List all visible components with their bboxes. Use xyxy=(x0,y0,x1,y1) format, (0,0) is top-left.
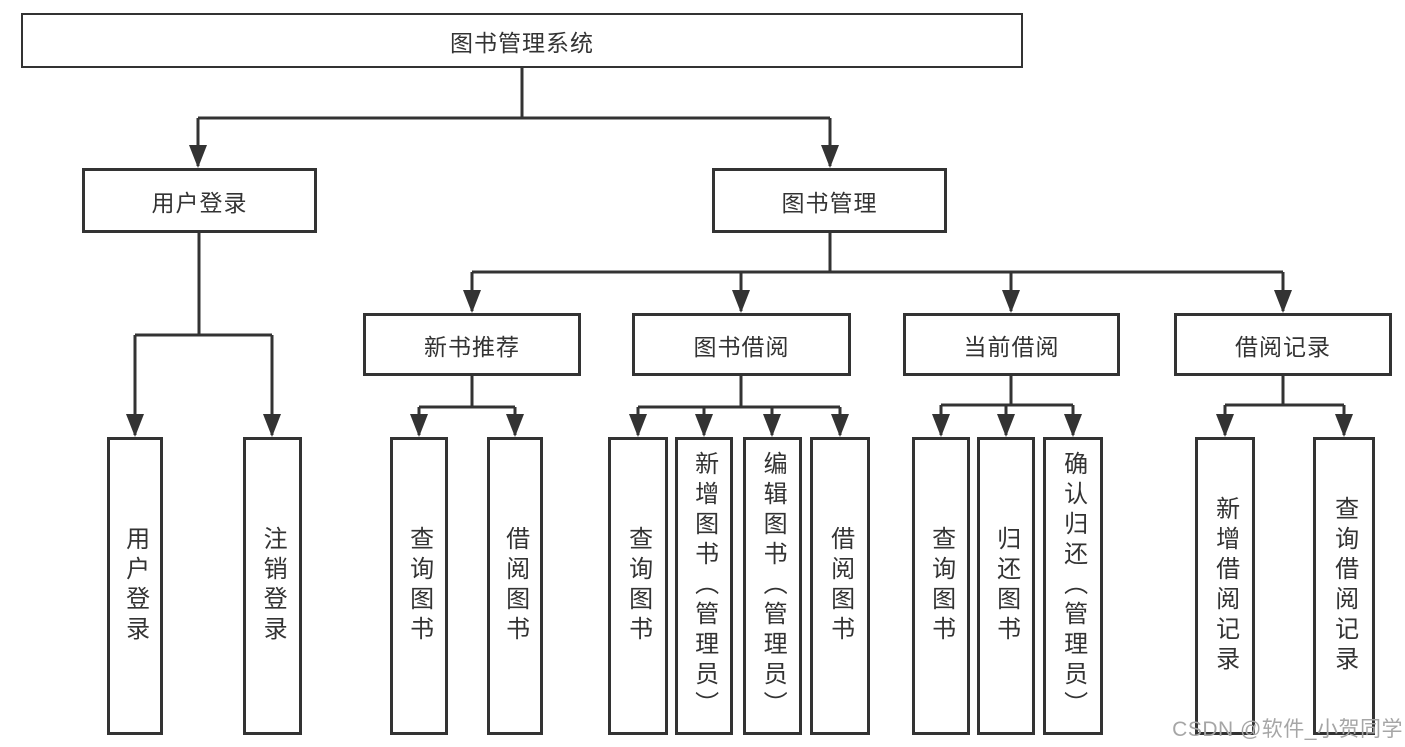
arrowhead-icon xyxy=(695,414,713,437)
leaf-query-borrow-record: 查询借阅记录 xyxy=(1313,437,1375,735)
arrowhead-icon xyxy=(506,414,524,437)
node-new-book-recommend: 新书推荐 xyxy=(363,313,581,376)
node-book-borrow: 图书借阅 xyxy=(632,313,851,376)
leaf-borrow-query-book: 查询图书 xyxy=(608,437,668,735)
leaf-recommend-borrow-book: 借阅图书 xyxy=(487,437,543,735)
node-user-login-label: 用户登录 xyxy=(151,189,248,216)
leaf-add-book-admin-label: 新增图书（管理员） xyxy=(690,451,718,721)
arrowhead-icon xyxy=(189,145,207,168)
leaf-borrow-book-label: 借阅图书 xyxy=(826,526,854,646)
node-root: 图书管理系统 xyxy=(21,13,1023,68)
leaf-current-query-book-label: 查询图书 xyxy=(927,526,955,646)
leaf-recommend-query-book-label: 查询图书 xyxy=(405,526,433,646)
node-book-management-label: 图书管理 xyxy=(781,189,878,216)
connector-lines xyxy=(133,68,1346,435)
leaf-current-query-book: 查询图书 xyxy=(912,437,970,735)
arrowhead-icon xyxy=(410,414,428,437)
leaf-confirm-return-admin: 确认归还（管理员） xyxy=(1043,437,1103,735)
node-current-borrow-label: 当前借阅 xyxy=(963,333,1060,360)
arrowhead-icon xyxy=(763,414,781,437)
arrowheads xyxy=(126,145,1353,437)
leaf-logout-label: 注销登录 xyxy=(259,526,287,646)
leaf-return-book-label: 归还图书 xyxy=(992,526,1020,646)
node-new-book-recommend-label: 新书推荐 xyxy=(424,333,520,360)
leaf-recommend-borrow-book-label: 借阅图书 xyxy=(501,526,529,646)
arrowhead-icon xyxy=(732,290,750,313)
node-user-login: 用户登录 xyxy=(82,168,317,233)
leaf-recommend-query-book: 查询图书 xyxy=(390,437,448,735)
leaf-query-borrow-record-label: 查询借阅记录 xyxy=(1330,496,1358,676)
leaf-add-book-admin: 新增图书（管理员） xyxy=(675,437,733,735)
arrowhead-icon xyxy=(831,414,849,437)
arrowhead-icon xyxy=(821,145,839,168)
node-book-borrow-label: 图书借阅 xyxy=(693,333,790,360)
node-root-label: 图书管理系统 xyxy=(450,29,594,56)
arrowhead-icon xyxy=(463,290,481,313)
arrowhead-icon xyxy=(932,414,950,437)
arrowhead-icon xyxy=(1064,414,1082,437)
arrowhead-icon xyxy=(1216,414,1234,437)
leaf-user-login: 用户登录 xyxy=(107,437,163,735)
arrowhead-icon xyxy=(629,414,647,437)
leaf-edit-book-admin: 编辑图书（管理员） xyxy=(743,437,802,735)
leaf-borrow-book: 借阅图书 xyxy=(810,437,870,735)
node-borrow-records: 借阅记录 xyxy=(1174,313,1392,376)
node-borrow-records-label: 借阅记录 xyxy=(1235,333,1331,360)
arrowhead-icon xyxy=(1335,414,1353,437)
leaf-user-login-label: 用户登录 xyxy=(121,526,149,646)
arrowhead-icon xyxy=(126,414,144,437)
leaf-return-book: 归还图书 xyxy=(977,437,1035,735)
leaf-logout: 注销登录 xyxy=(243,437,302,735)
arrowhead-icon xyxy=(1002,290,1020,313)
leaf-confirm-return-admin-label: 确认归还（管理员） xyxy=(1059,451,1087,721)
leaf-edit-book-admin-label: 编辑图书（管理员） xyxy=(759,451,787,721)
node-book-management: 图书管理 xyxy=(712,168,947,233)
watermark: CSDN @软件_小贺同学 xyxy=(1172,718,1403,741)
leaf-borrow-query-book-label: 查询图书 xyxy=(624,526,652,646)
leaf-add-borrow-record: 新增借阅记录 xyxy=(1195,437,1255,735)
arrowhead-icon xyxy=(263,414,281,437)
node-current-borrow: 当前借阅 xyxy=(903,313,1120,376)
arrowhead-icon xyxy=(1274,290,1292,313)
leaf-add-borrow-record-label: 新增借阅记录 xyxy=(1211,496,1239,676)
arrowhead-icon xyxy=(997,414,1015,437)
